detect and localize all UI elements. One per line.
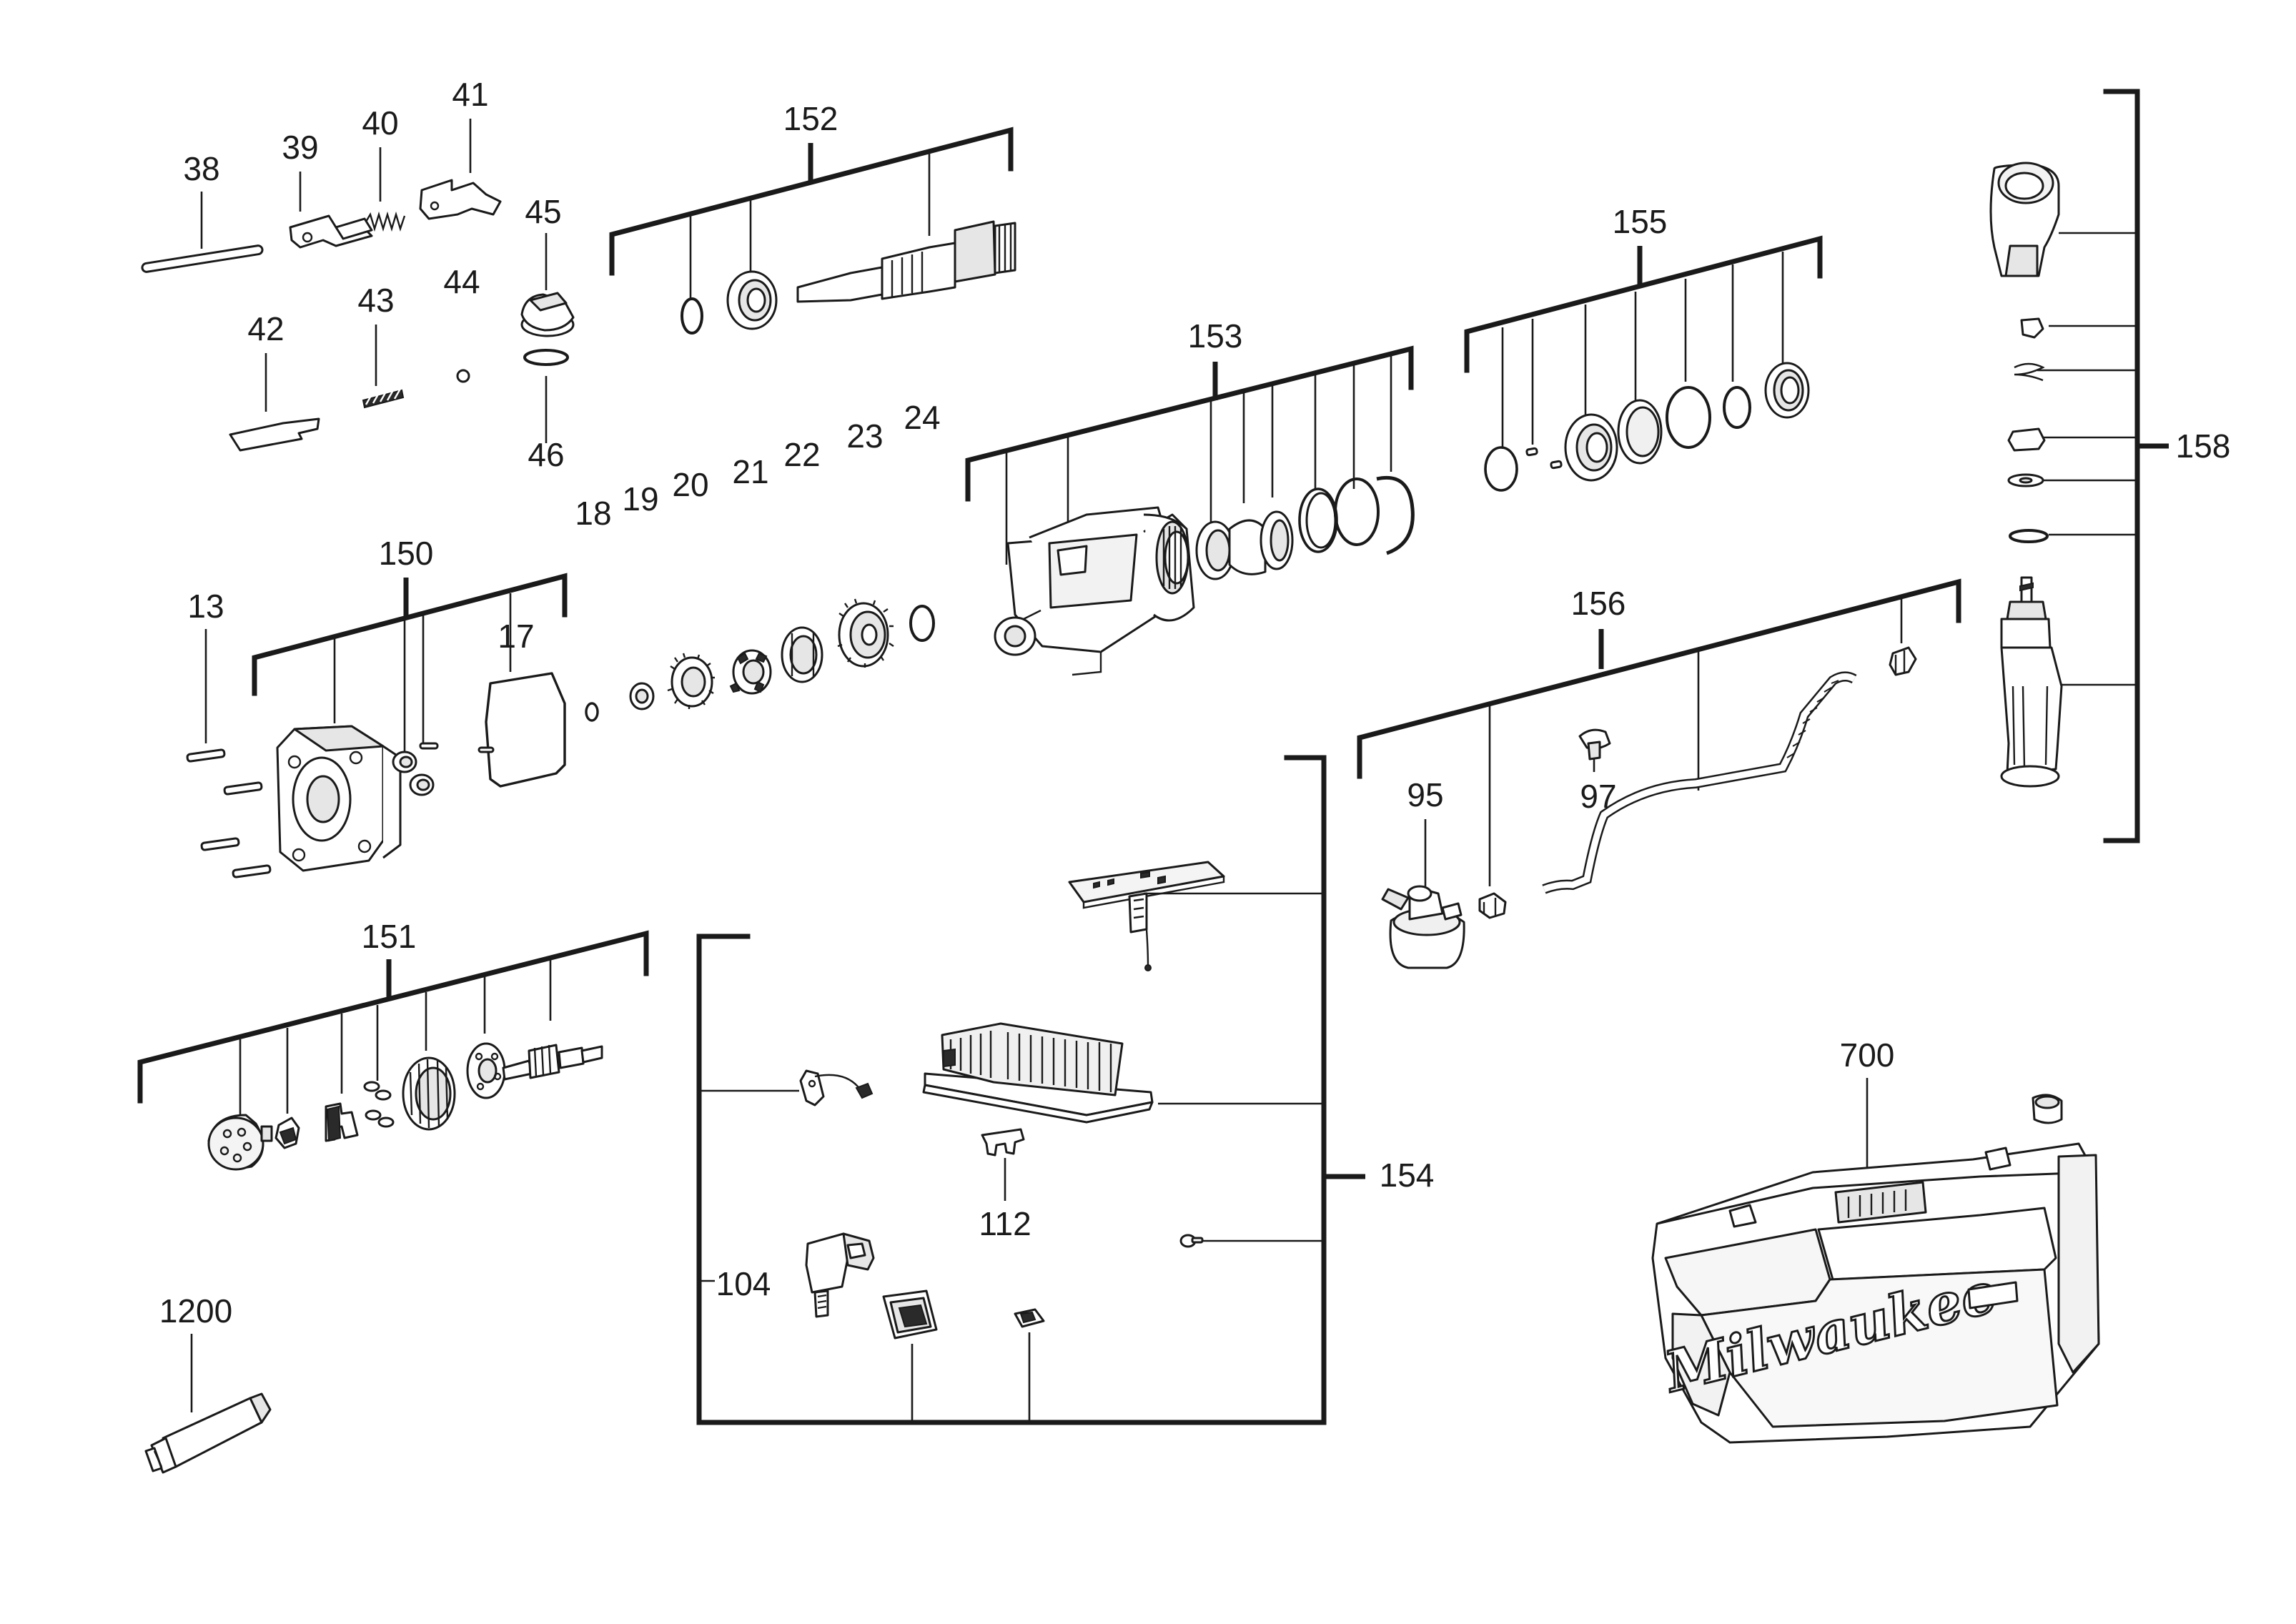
bracket-151 xyxy=(137,930,649,1104)
part-155-rings xyxy=(1484,362,1810,492)
callout-40: 40 xyxy=(362,104,398,142)
part-17-gasket xyxy=(477,672,566,788)
callout-23: 23 xyxy=(846,417,883,455)
part-153-rings xyxy=(1195,475,1415,580)
part-1200-grease-tube xyxy=(144,1392,272,1474)
callout-44: 44 xyxy=(443,263,480,300)
part-151-armature xyxy=(207,1042,603,1171)
callout-21: 21 xyxy=(732,453,768,490)
bracket-154 xyxy=(696,755,1327,1425)
callout-20: 20 xyxy=(672,466,708,503)
part-154-sensor-wire xyxy=(799,1069,874,1106)
part-22-ring xyxy=(781,626,823,683)
callout-104: 104 xyxy=(716,1265,771,1302)
part-97-fitting xyxy=(1578,728,1611,761)
part-112-clip xyxy=(981,1128,1025,1157)
part-158-side-handle xyxy=(1989,162,2063,788)
part-20-gear xyxy=(667,653,715,709)
bracket-153 xyxy=(965,345,1414,502)
part-152-spindle xyxy=(681,220,1016,335)
part-42-plate xyxy=(229,417,320,452)
part-24-ring xyxy=(909,605,935,642)
part-156-nut xyxy=(1478,892,1507,919)
part-150-bushings xyxy=(392,742,439,796)
callout-45: 45 xyxy=(525,193,561,230)
part-104-switch xyxy=(805,1232,875,1318)
part-13-screws xyxy=(186,748,272,878)
part-38-pin xyxy=(141,244,264,273)
callout-158: 158 xyxy=(2176,427,2231,465)
callout-155: 155 xyxy=(1613,203,1668,240)
part-153-gear-housing xyxy=(994,506,1195,676)
part-45-knob xyxy=(520,292,575,337)
callout-150: 150 xyxy=(379,535,434,572)
callout-24: 24 xyxy=(904,399,940,436)
callout-labels: 38 39 40 41 42 43 44 45 46 152 153 155 1… xyxy=(159,76,2231,1330)
callout-151: 151 xyxy=(362,918,417,955)
callout-39: 39 xyxy=(282,129,318,166)
part-18-o-ring xyxy=(585,702,599,722)
callout-41: 41 xyxy=(452,76,488,113)
part-700-carrying-case: Milwaukee xyxy=(1651,1094,2100,1444)
part-154-battery-contact xyxy=(882,1289,938,1340)
part-150-endcap xyxy=(276,725,402,872)
part-21-clutch xyxy=(729,649,772,695)
callout-42: 42 xyxy=(247,310,284,347)
callout-153: 153 xyxy=(1188,317,1243,355)
part-19-washer xyxy=(629,682,655,710)
callout-152: 152 xyxy=(783,100,838,137)
part-154-heat-sink xyxy=(922,1022,1154,1124)
callout-18: 18 xyxy=(575,495,611,532)
part-23-gear xyxy=(837,598,894,668)
part-40-spring xyxy=(335,211,406,240)
callout-13: 13 xyxy=(187,588,224,625)
part-156-hose xyxy=(1542,646,1917,894)
part-43-spring xyxy=(362,388,405,409)
callout-43: 43 xyxy=(357,282,394,319)
callout-700: 700 xyxy=(1840,1036,1895,1074)
assembly-brackets xyxy=(137,89,2169,1425)
callout-22: 22 xyxy=(783,436,820,473)
part-154-screw xyxy=(1179,1234,1204,1248)
bracket-150 xyxy=(252,573,568,696)
callout-38: 38 xyxy=(183,150,219,187)
leader-lines xyxy=(190,119,2137,1422)
callout-154: 154 xyxy=(1380,1157,1435,1194)
part-44-ball xyxy=(456,369,470,383)
bracket-156 xyxy=(1357,578,1961,779)
callout-95: 95 xyxy=(1407,776,1443,813)
part-95-nozzle xyxy=(1381,885,1465,969)
callout-1200: 1200 xyxy=(159,1292,232,1330)
callout-17: 17 xyxy=(498,618,534,655)
parts: Milwaukee xyxy=(141,162,2100,1474)
callout-156: 156 xyxy=(1571,585,1626,622)
bracket-155 xyxy=(1464,235,1823,373)
callout-112: 112 xyxy=(979,1205,1031,1242)
bracket-158 xyxy=(2103,89,2140,843)
part-154-small-bracket xyxy=(1014,1308,1045,1328)
part-46-o-ring xyxy=(523,349,569,366)
callout-19: 19 xyxy=(622,480,658,518)
part-41-bracket xyxy=(419,179,502,220)
part-154-circuit-board xyxy=(1068,861,1225,971)
